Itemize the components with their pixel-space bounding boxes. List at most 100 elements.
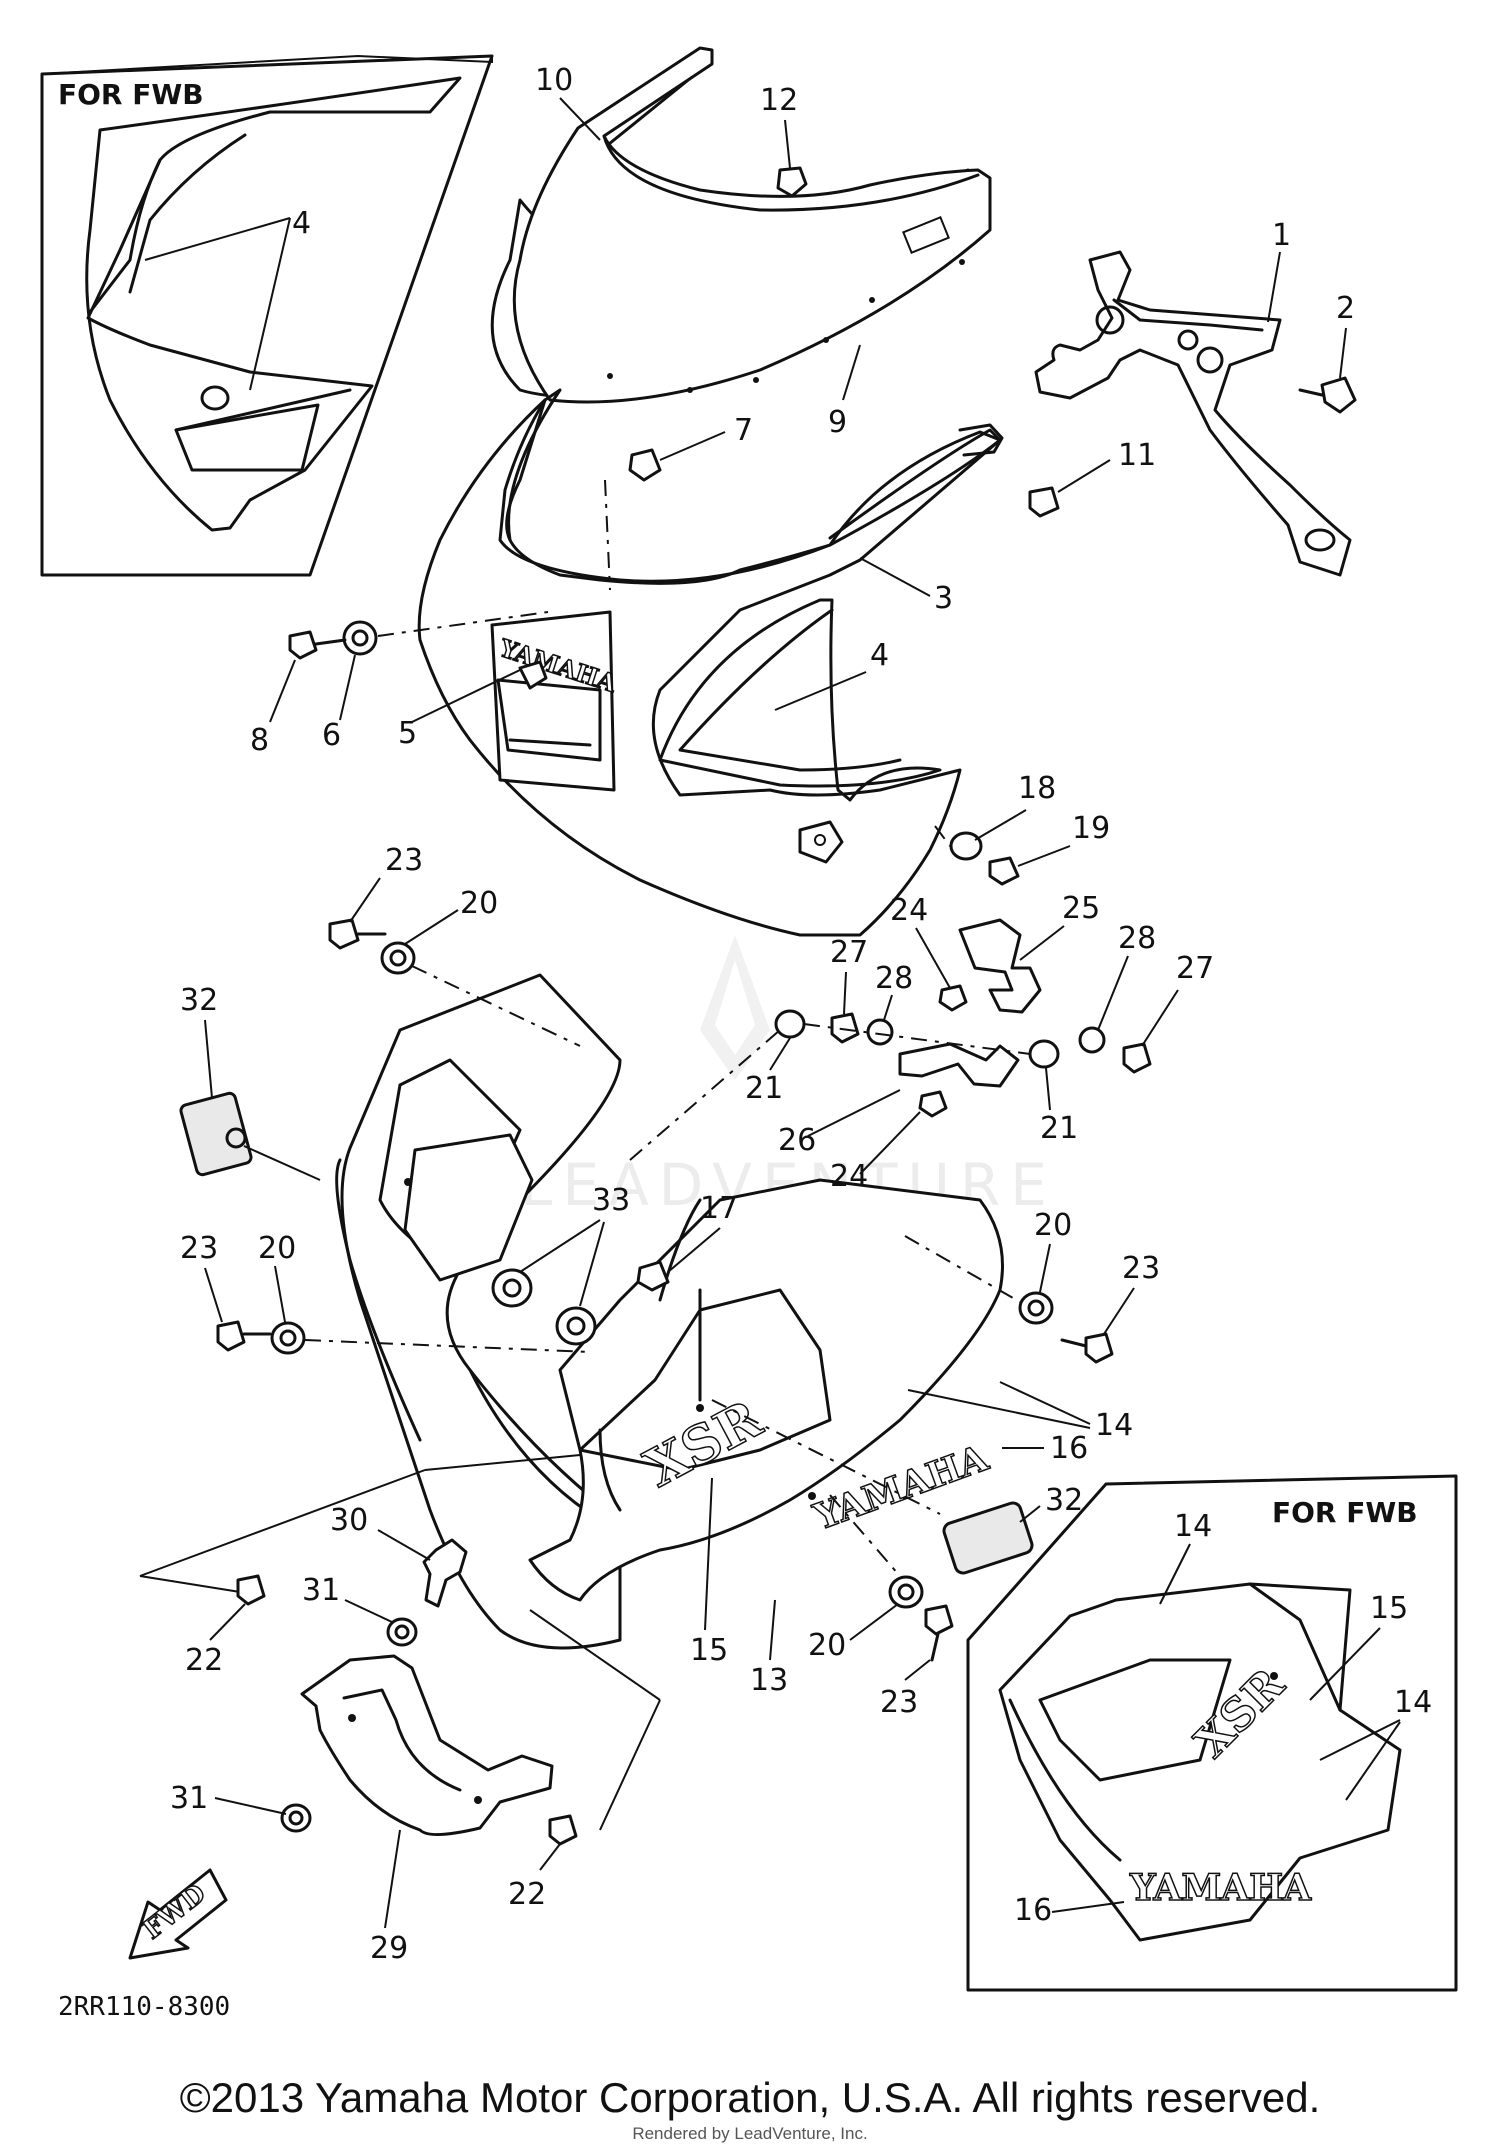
- part-27-bolt-a: [830, 1012, 860, 1044]
- callout-label: 8: [250, 723, 269, 758]
- part-23-bolt-c: [1060, 1332, 1114, 1364]
- rendered-by-notice: Rendered by LeadVenture, Inc.: [632, 2124, 868, 2143]
- part-29-under-cover: [300, 1654, 554, 1836]
- part-21-collar-b: [1028, 1039, 1060, 1069]
- callout-label: 33: [592, 1183, 630, 1218]
- callout-label: 21: [745, 1071, 783, 1106]
- callout-label: 24: [890, 893, 928, 928]
- part-17-nut: [636, 1260, 670, 1292]
- callout-label: 20: [1034, 1208, 1072, 1243]
- part-8-screw: [288, 630, 347, 660]
- callout-label: 23: [385, 843, 423, 878]
- part-27-bolt-b: [1122, 1042, 1152, 1074]
- part-24-nut-b: [918, 1090, 948, 1118]
- part-33-grommet-a: [491, 1268, 533, 1308]
- part-18-washer: [949, 831, 983, 861]
- inset-box-bottom-right: FOR FWB XSR YAMAHA 14 15 14 16: [966, 1474, 1458, 1992]
- part-11-bolt: [1028, 486, 1060, 518]
- part-28-washer-b: [1078, 1026, 1106, 1054]
- part-code: 2RR110-8300: [58, 1992, 231, 2022]
- part-26-bracket: [898, 1042, 1020, 1088]
- callout-label: 15: [690, 1633, 728, 1668]
- part-25-bracket: [958, 918, 1042, 1014]
- callout-label: 15: [1370, 1591, 1408, 1626]
- callout-label: 23: [880, 1685, 918, 1720]
- callout-label: 20: [808, 1628, 846, 1663]
- part-31-grommet-b: [280, 1803, 312, 1833]
- callout-label: 14: [1174, 1509, 1212, 1544]
- callout-label: 21: [1040, 1111, 1078, 1146]
- callout-label: 16: [1014, 1893, 1052, 1928]
- callout-label: 32: [180, 983, 218, 1018]
- part-20-nut-d: [888, 1575, 924, 1609]
- inset-title: FOR FWB: [58, 78, 204, 111]
- callout-label: 17: [700, 1191, 738, 1226]
- callout-label: 3: [934, 581, 953, 616]
- callout-label: 14: [1095, 1408, 1133, 1443]
- part-28-washer-a: [866, 1018, 894, 1046]
- copyright-notice: ©2013 Yamaha Motor Corporation, U.S.A. A…: [179, 2074, 1321, 2121]
- part-7-nut: [628, 448, 662, 482]
- part-20-nut-a: [380, 941, 416, 975]
- part-19-bolt: [988, 856, 1020, 886]
- part-23-bolt-d: [924, 1604, 954, 1662]
- callout-label: 5: [398, 716, 417, 751]
- callout-label: 2: [1336, 291, 1355, 326]
- callout-label: 23: [180, 1231, 218, 1266]
- callout-label: 24: [830, 1159, 868, 1194]
- windscreen: [490, 46, 992, 404]
- part-13-side-cowling: XSR YAMAHA: [528, 1178, 1004, 1602]
- callout-label: 27: [830, 935, 868, 970]
- part-2-bolt: [1298, 376, 1357, 414]
- callout-label: 6: [322, 718, 341, 753]
- callout-label: 31: [170, 1781, 208, 1816]
- side-cowling-left: [335, 973, 622, 1650]
- part-22-screw-b: [548, 1814, 578, 1846]
- callout-label: 9: [828, 405, 847, 440]
- callout-label: 23: [1122, 1251, 1160, 1286]
- callout-label: 26: [778, 1123, 816, 1158]
- callout-label: 16: [1050, 1431, 1088, 1466]
- callout-label: 4: [870, 638, 889, 673]
- part-23-bolt-b: [216, 1320, 272, 1352]
- callout-label: 20: [258, 1231, 296, 1266]
- part-31-grommet-a: [386, 1617, 418, 1647]
- callout-label: 4: [292, 206, 311, 241]
- callout-label: 28: [1118, 921, 1156, 956]
- yamaha-decal-inset: YAMAHA: [1129, 1867, 1312, 1909]
- callout-label: 20: [460, 886, 498, 921]
- part-1-bracket: [1034, 250, 1352, 577]
- callout-label: 12: [760, 83, 798, 118]
- part-20-nut-c: [1018, 1291, 1054, 1325]
- inset-box-top-left: FOR FWB 4: [40, 54, 494, 577]
- part-33-grommet-b: [555, 1306, 597, 1346]
- part-12-nut: [776, 166, 808, 198]
- callout-label: 13: [750, 1663, 788, 1698]
- callout-label: 25: [1062, 891, 1100, 926]
- part-22-screw-a: [236, 1574, 266, 1606]
- callout-label: 7: [734, 413, 753, 448]
- watermark-logo: [700, 935, 770, 1080]
- callout-label: 1: [1272, 218, 1291, 253]
- callout-label: 22: [185, 1643, 223, 1678]
- part-21-collar-a: [774, 1009, 806, 1039]
- inset-title: FOR FWB: [1272, 1496, 1418, 1529]
- callout-label: 19: [1072, 811, 1110, 846]
- callout-label: 29: [370, 1931, 408, 1966]
- part-6-grommet: [342, 620, 378, 656]
- callout-label: 28: [875, 961, 913, 996]
- callout-label: 11: [1118, 438, 1156, 473]
- callout-label: 32: [1045, 1483, 1083, 1518]
- callout-label: 31: [302, 1573, 340, 1608]
- callout-label: 10: [535, 63, 573, 98]
- callout-label: 14: [1394, 1685, 1432, 1720]
- part-20-nut-b: [270, 1321, 306, 1355]
- callout-label: 27: [1176, 951, 1214, 986]
- part-3-upper-cowling: YAMAHA: [417, 388, 1004, 937]
- callout-label: 30: [330, 1503, 368, 1538]
- fwd-arrow-icon: FWD: [128, 1868, 228, 1960]
- callout-label: 22: [508, 1877, 546, 1912]
- callout-label: 18: [1018, 771, 1056, 806]
- part-30-fastener: [422, 1538, 468, 1608]
